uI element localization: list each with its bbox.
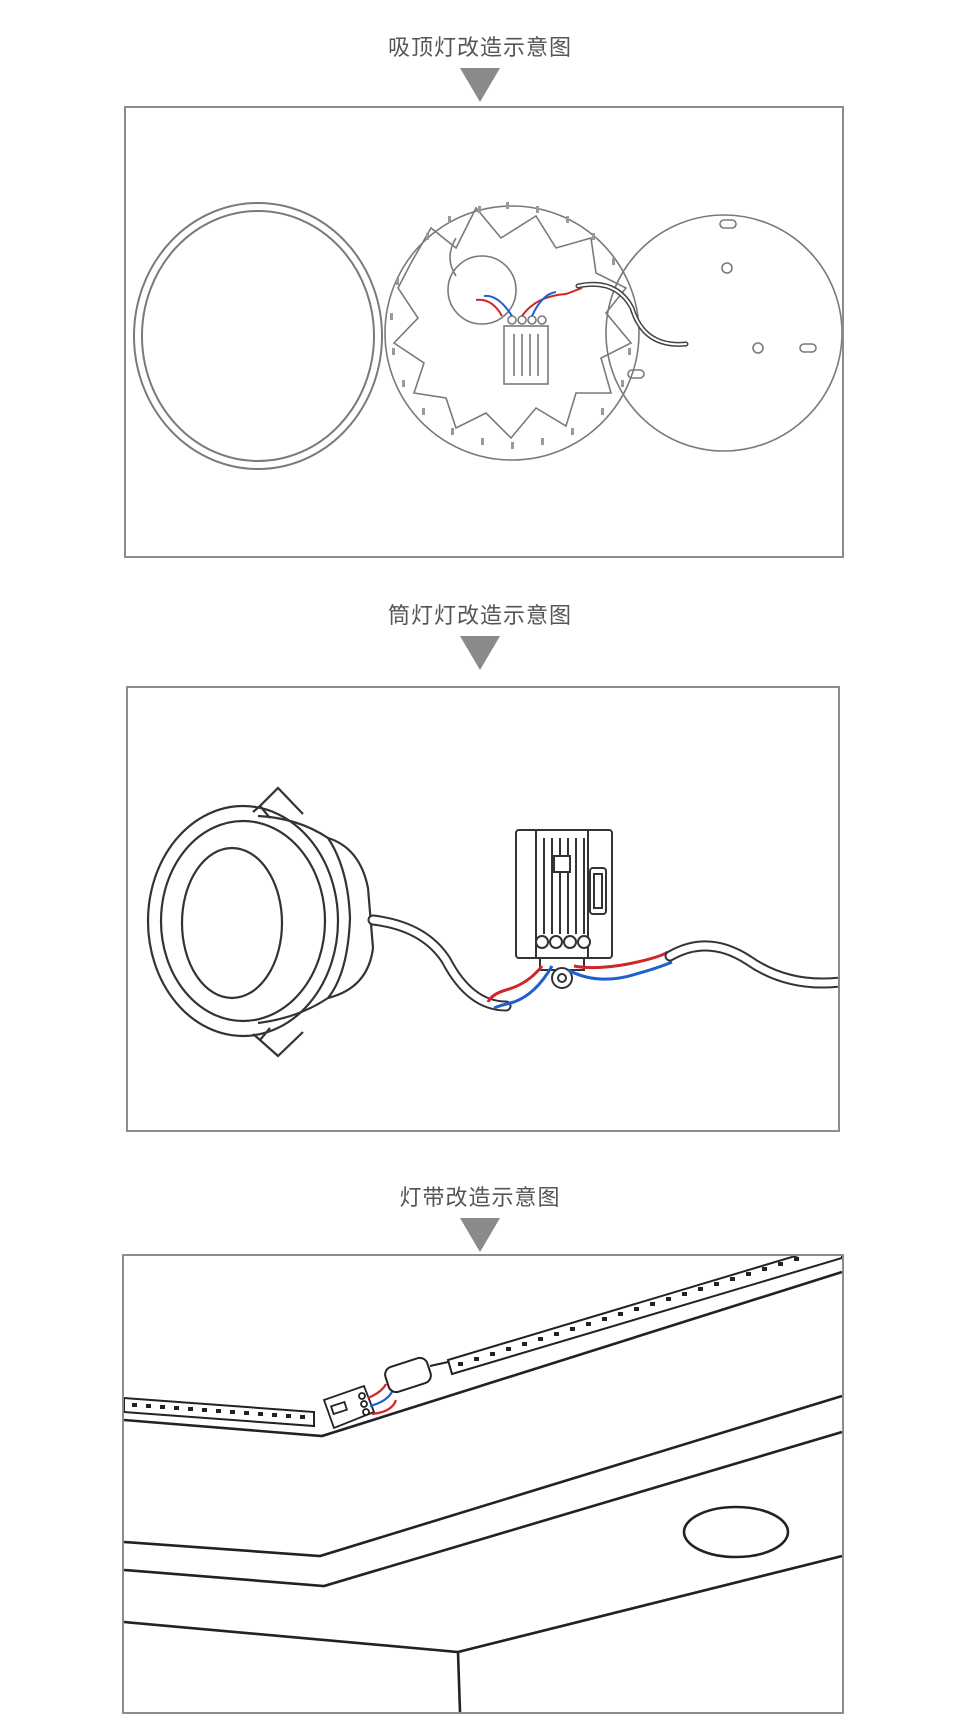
downlight-cable [367, 914, 512, 1012]
section-title-ceiling-light: 吸顶灯改造示意图 [387, 36, 572, 61]
controller-wires-right [567, 950, 673, 981]
section-title-light-strip: 灯带改造示意图 [399, 1186, 561, 1211]
down-arrow-icon [460, 636, 500, 670]
led-strip-right [446, 1256, 842, 1376]
panel-downlight [126, 686, 840, 1132]
down-arrow-icon [460, 1218, 500, 1252]
section-title-downlight: 筒灯灯改造示意图 [387, 604, 572, 629]
board-wires [475, 287, 583, 317]
led-strip-right-chips [458, 1257, 799, 1366]
downlight-diagram [146, 786, 838, 1058]
led-board [384, 205, 640, 461]
strip-wires [367, 1383, 398, 1416]
base-plate [605, 214, 842, 452]
controller-wires-left [486, 965, 554, 1010]
power-adapter [384, 1356, 449, 1394]
ceiling-lines [124, 1270, 842, 1712]
led-strip-left-chips [132, 1403, 305, 1419]
panel-ceiling-light [124, 106, 844, 558]
controller-module [515, 829, 613, 989]
led-chips [390, 202, 631, 449]
panel-light-strip [122, 1254, 844, 1714]
downlight-fixture [146, 786, 375, 1058]
lamp-shade [133, 202, 383, 470]
ceiling-light-diagram [133, 202, 842, 470]
light-strip-diagram [124, 1256, 842, 1712]
strip-controller [322, 1384, 376, 1430]
down-arrow-icon [460, 68, 500, 102]
